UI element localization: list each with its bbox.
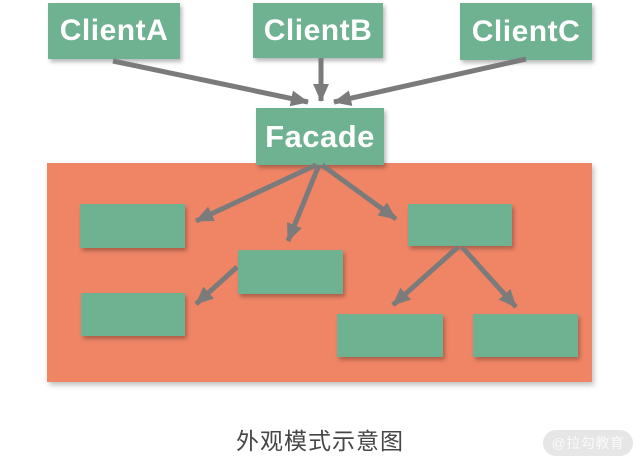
edge-clientC-facade: [333, 56, 527, 107]
node-clientC-label: ClientC: [471, 14, 581, 48]
node-clientA: ClientA: [48, 3, 180, 59]
node-clientC: ClientC: [460, 3, 592, 60]
node-subsystem-1: [80, 204, 185, 248]
node-facade: Facade: [256, 108, 384, 165]
node-clientB-label: ClientB: [263, 13, 373, 47]
node-facade-label: Facade: [265, 119, 375, 154]
watermark-badge: @拉勾教育: [543, 430, 633, 456]
node-clientA-label: ClientA: [59, 14, 169, 47]
node-clientB: ClientB: [253, 3, 383, 58]
node-subsystem-3: [408, 204, 512, 246]
node-subsystem-2: [238, 250, 343, 294]
edge-clientA-facade: [112, 58, 309, 107]
node-subsystem-4: [81, 293, 185, 336]
node-subsystem-6: [473, 314, 578, 357]
diagram-caption: 外观模式示意图: [236, 428, 404, 454]
node-subsystem-5: [337, 314, 443, 357]
